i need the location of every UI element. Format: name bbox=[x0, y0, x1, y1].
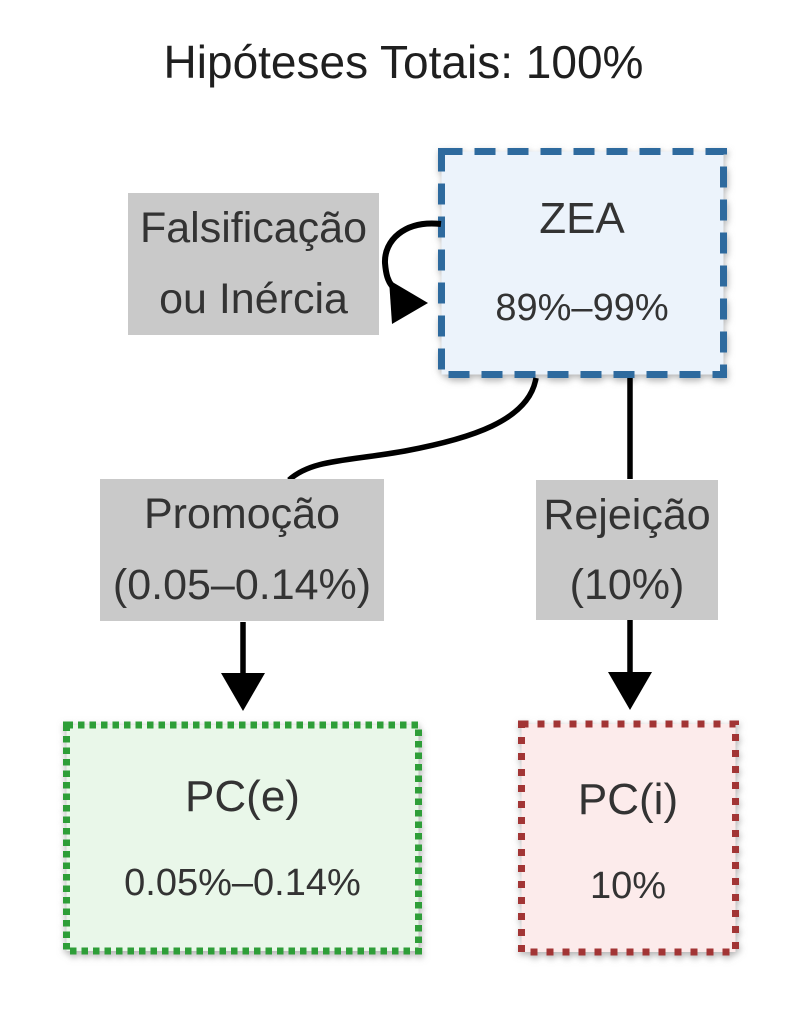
self-loop-arrowhead-icon bbox=[389, 280, 428, 324]
pce-node-label: PC(e) bbox=[185, 772, 300, 821]
edge-label-promocao-line1: Promoção bbox=[144, 490, 340, 538]
zea-to-promocao-edge bbox=[287, 377, 539, 483]
edge-label-rejeicao-line1: Rejeição bbox=[543, 491, 711, 539]
edge-label-rejeicao: Rejeição (10%) bbox=[536, 480, 718, 620]
zea-node-value: 89%–99% bbox=[495, 287, 669, 329]
pce-node-value: 0.05%–0.14% bbox=[124, 862, 361, 904]
edge-label-rejeicao-line2: (10%) bbox=[569, 561, 685, 609]
diagram-title: Hipóteses Totais: 100% bbox=[163, 36, 644, 88]
pci-node-box bbox=[518, 720, 739, 956]
edge-label-falsificacao-line2: ou Inércia bbox=[159, 275, 348, 323]
pci-node-value: 10% bbox=[589, 865, 667, 907]
edge-label-promocao-line2: (0.05–0.14%) bbox=[112, 561, 372, 609]
pci-node-label: PC(i) bbox=[577, 775, 679, 824]
promocao-arrowhead-icon bbox=[221, 673, 265, 711]
zea-node-box bbox=[438, 148, 727, 378]
rejeicao-arrowhead-icon bbox=[608, 672, 652, 710]
edge-label-falsificacao: Falsificação ou Inércia bbox=[128, 193, 379, 335]
zea-node-label: ZEA bbox=[539, 194, 625, 243]
pce-node-box bbox=[63, 721, 422, 955]
edge-label-promocao: Promoção (0.05–0.14%) bbox=[100, 479, 384, 621]
edge-label-falsificacao-line1: Falsificação bbox=[139, 204, 368, 252]
self-loop-edge bbox=[382, 220, 442, 288]
